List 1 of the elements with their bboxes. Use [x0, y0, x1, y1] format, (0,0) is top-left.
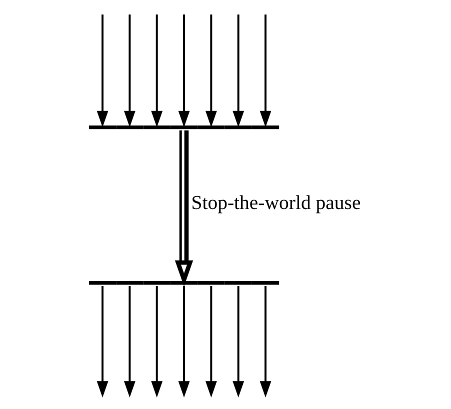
edge-label: Stop-the-world pause [190, 192, 360, 214]
